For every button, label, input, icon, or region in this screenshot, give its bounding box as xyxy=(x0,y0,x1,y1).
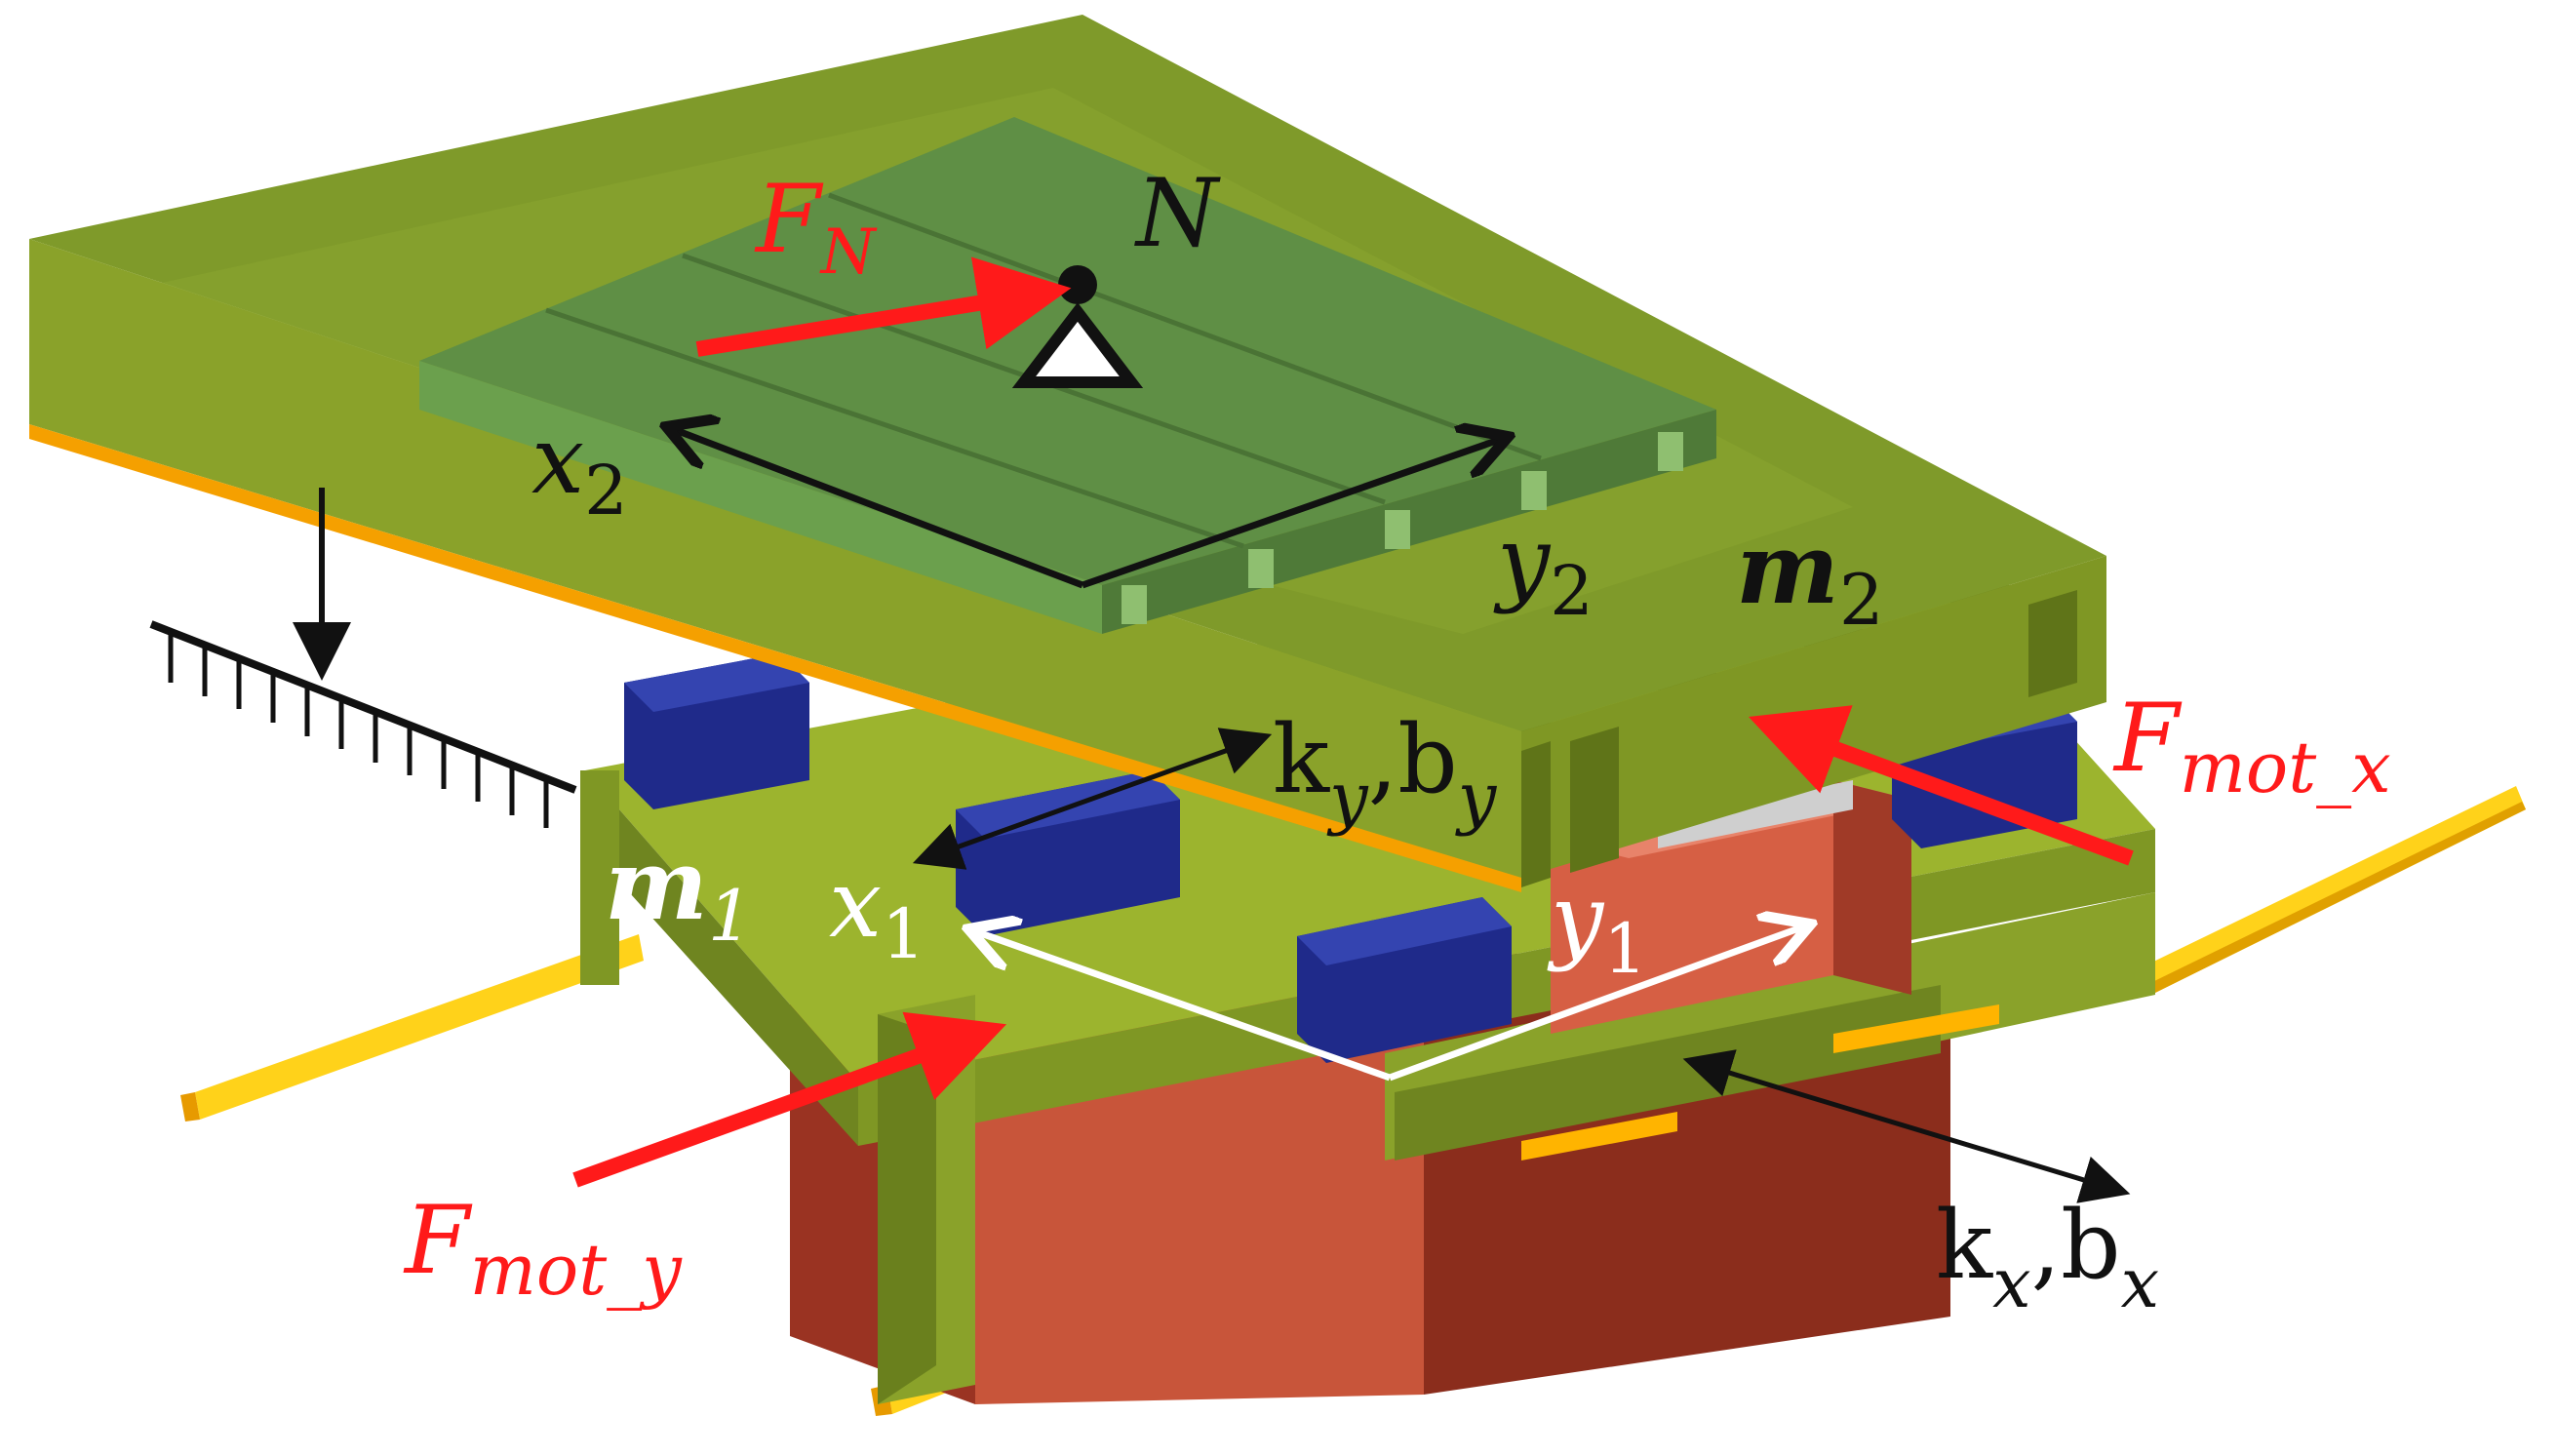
label-m1: m1 xyxy=(605,827,753,957)
axis-x2-line xyxy=(673,429,1084,589)
strip-lower xyxy=(1521,1112,1677,1161)
frame1-left xyxy=(585,770,858,1146)
normal-force-arrow xyxy=(695,256,1072,357)
magnet-upper-silver xyxy=(1658,780,1853,848)
label-contact-point-n: N xyxy=(1134,159,1221,268)
axes-m2 xyxy=(673,429,1502,589)
ground-line xyxy=(149,620,577,794)
rail-front-left-end xyxy=(180,1092,200,1122)
label-y1: y1 xyxy=(1547,864,1647,989)
frame2-front-ribs xyxy=(1570,590,2077,873)
motor-force-y-arrow xyxy=(572,1011,1007,1188)
bearing-3 xyxy=(1297,897,1512,1063)
sensor-strips xyxy=(1521,1004,1999,1161)
frame1-left-ledge xyxy=(580,770,619,985)
label-ky-by: ky,by xyxy=(1273,705,1498,838)
magnet-upper-side xyxy=(1833,780,1911,995)
frame1-bottom-right xyxy=(1395,985,1941,1161)
label-kx-bx: kx,bx xyxy=(1936,1191,2159,1323)
ground-hatching xyxy=(168,632,549,828)
spring-damper-x-arrow xyxy=(1682,1049,2131,1203)
bearing-1 xyxy=(624,653,809,809)
rail-front-left xyxy=(195,934,644,1120)
label-normal-force: FN xyxy=(754,165,878,289)
plate-left xyxy=(419,361,1102,634)
spring-damper-y-arrow xyxy=(912,728,1273,870)
label-fmot-x: Fmot_x xyxy=(2112,684,2391,808)
axis-x1-line xyxy=(975,931,1392,1082)
strip-right xyxy=(1833,1004,1999,1053)
rail-right-shadow xyxy=(2150,802,2526,993)
label-x1: x1 xyxy=(829,849,925,974)
label-y2: y2 xyxy=(1493,506,1594,631)
label-x2: x2 xyxy=(531,406,628,531)
axes-m1 xyxy=(975,926,1804,1082)
plate-front-teeth xyxy=(1122,432,1683,624)
axis-y1-line xyxy=(1388,926,1804,1082)
contact-point-dot xyxy=(1058,265,1097,304)
axis-y2-line xyxy=(1081,439,1502,589)
label-m2: m2 xyxy=(1736,511,1884,641)
ground-support xyxy=(149,488,577,828)
label-fmot-y: Fmot_y xyxy=(403,1186,683,1311)
frame1-leg-left-side xyxy=(878,1014,936,1404)
frame2-inner-shadow xyxy=(1521,741,1551,887)
frame2-left-face xyxy=(29,239,1521,878)
motor-force-x-arrow xyxy=(1748,705,2134,866)
